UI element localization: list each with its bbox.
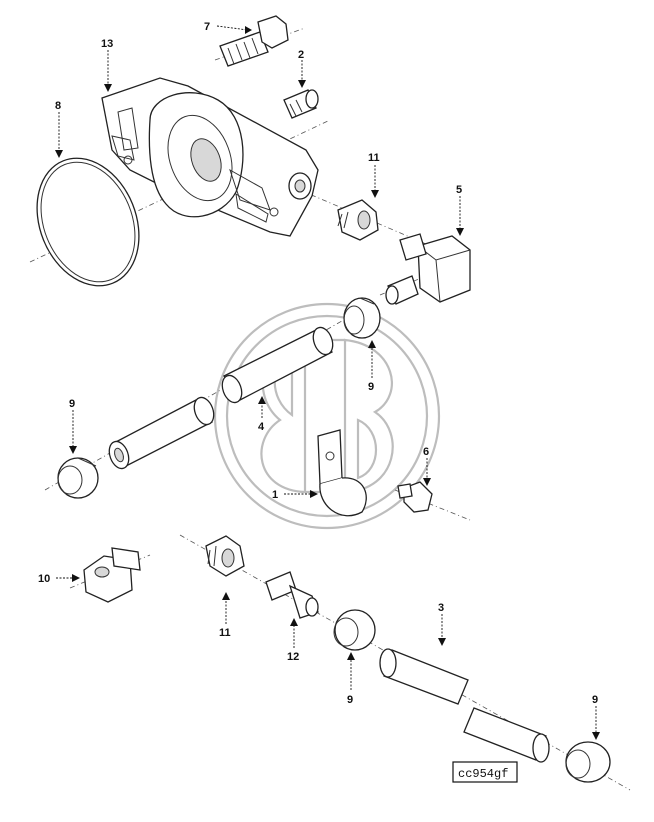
callout-9-lower-right: 9 xyxy=(592,694,598,706)
screw-part xyxy=(397,481,433,513)
callout-5: 5 xyxy=(456,184,462,196)
callout-3: 3 xyxy=(438,602,444,614)
hose-part-short xyxy=(221,326,334,404)
clamp-part-lower-right xyxy=(565,741,611,783)
nipple-part xyxy=(265,571,319,619)
clamp-part-left xyxy=(57,457,99,499)
bolt-part xyxy=(219,15,289,67)
callout-4: 4 xyxy=(258,421,265,433)
reference-code-box: cc954gf xyxy=(452,761,518,783)
callout-6: 6 xyxy=(423,446,429,458)
callout-labels: 7 13 2 8 11 5 9 9 4 6 1 10 11 12 3 9 9 xyxy=(38,21,598,706)
leader-lines xyxy=(55,25,600,740)
callout-1: 1 xyxy=(272,489,278,501)
callout-7: 7 xyxy=(204,21,210,33)
callout-9-left: 9 xyxy=(69,398,75,410)
housing-flange-part xyxy=(101,77,319,237)
callout-2: 2 xyxy=(298,49,304,61)
hose-part-long xyxy=(379,648,550,763)
callout-8: 8 xyxy=(55,100,61,112)
reference-code: cc954gf xyxy=(458,767,508,781)
callout-13: 13 xyxy=(101,38,113,50)
elbow-block-part xyxy=(385,233,471,305)
callout-11-lower: 11 xyxy=(219,627,231,639)
clamp-part-middle xyxy=(333,609,376,651)
elbow-fitting-part xyxy=(83,547,141,603)
bracket-clip-part xyxy=(317,429,367,517)
callout-12: 12 xyxy=(287,651,299,663)
callout-11-upper: 11 xyxy=(368,152,380,164)
callout-9-upper: 9 xyxy=(368,381,374,393)
plug-part xyxy=(283,89,319,119)
watermark-logo xyxy=(213,302,441,530)
fitting-part-lower xyxy=(205,535,245,577)
clamp-part-upper xyxy=(343,297,381,339)
fitting-part-upper xyxy=(337,199,379,241)
callout-9-middle: 9 xyxy=(347,694,353,706)
o-ring-part xyxy=(36,157,140,287)
hose-part-long-left xyxy=(108,396,215,470)
callout-10: 10 xyxy=(38,573,50,585)
